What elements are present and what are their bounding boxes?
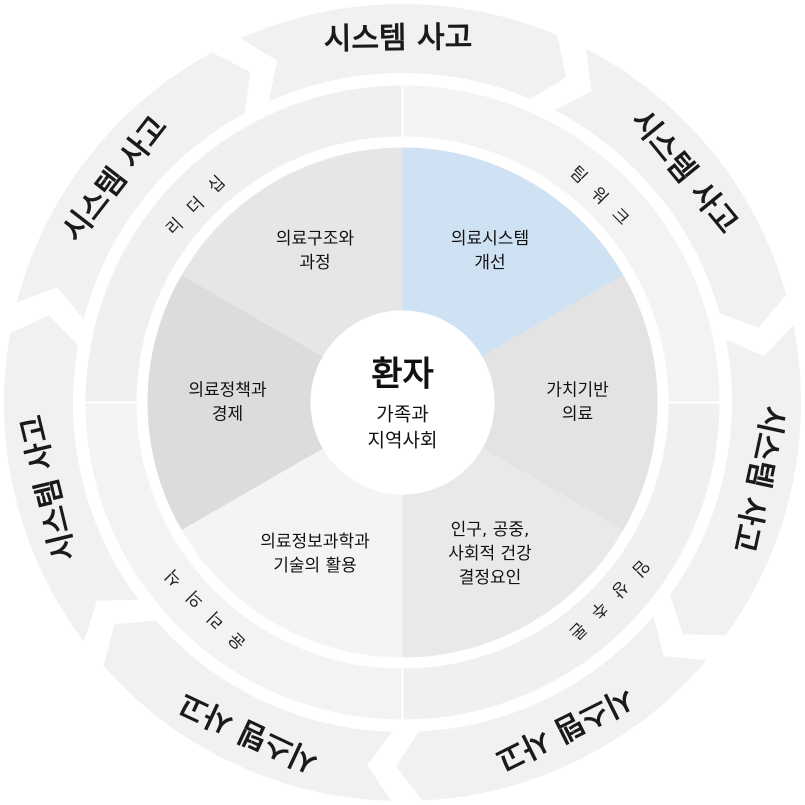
segment-wedge — [181, 147, 403, 357]
outer-ring-arrow — [1, 311, 145, 648]
segment-label: 의료시스템 — [451, 229, 529, 249]
outer-ring-arrow — [12, 49, 254, 326]
segment-label: 가치기반 — [546, 381, 609, 401]
segment-label: 의료 — [562, 405, 593, 425]
center-title: 환자 — [371, 355, 434, 395]
outer-ring-arrow — [233, 1, 570, 107]
outer-ring-arrow — [392, 609, 713, 804]
segment-label: 의료정보과학과 — [260, 532, 370, 552]
segment-label: 의료구조와 — [276, 229, 355, 249]
segment-label: 기술의 활용 — [273, 556, 357, 576]
segment-label: 인구, 공중, — [451, 520, 530, 540]
segment-wedge — [181, 448, 403, 658]
segment-label: 경제 — [212, 405, 243, 425]
segment-label: 결정요인 — [459, 568, 522, 588]
segment-label: 사회적 건강 — [448, 544, 532, 564]
outer-ring-label: 시스템 사고 — [324, 20, 473, 57]
separator-ring — [136, 136, 669, 669]
center-subtitle-line2: 지역사회 — [368, 430, 438, 452]
segment-label: 개선 — [474, 253, 505, 273]
segment-wedge — [147, 275, 323, 530]
segment-label: 과정 — [299, 253, 330, 273]
outer-ring-arrow — [666, 319, 804, 639]
center-subtitle-line1: 가족과 — [376, 404, 428, 426]
outer-ring-arrow — [548, 43, 790, 332]
segment-label: 의료정책과 — [188, 381, 267, 401]
segment-wedge — [482, 275, 658, 530]
center-group: 환자 가족과 지역사회 — [310, 310, 495, 495]
segment-wedge — [402, 147, 624, 357]
segment-wedge — [402, 448, 624, 658]
center-circle — [310, 310, 495, 495]
outer-ring-arrow — [100, 617, 399, 804]
